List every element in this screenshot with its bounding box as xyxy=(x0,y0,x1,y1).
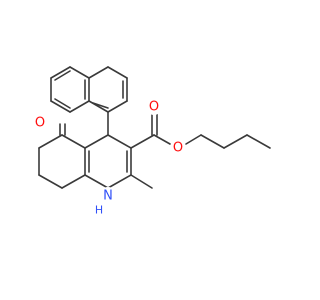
keto-oxygen-atom: O xyxy=(35,116,45,131)
bond xyxy=(153,134,171,145)
bond xyxy=(38,134,63,149)
ester-oxygen-atom: O xyxy=(170,140,186,156)
bond xyxy=(107,174,132,189)
bond xyxy=(50,100,71,113)
keto-oxygen-label: O xyxy=(35,116,45,131)
amine-nitrogen-atom: N H xyxy=(95,187,117,217)
bond xyxy=(92,102,109,109)
bond xyxy=(84,174,109,189)
bond xyxy=(130,174,153,189)
bond xyxy=(61,174,86,189)
amine-nitrogen-label: N xyxy=(103,189,113,204)
bond xyxy=(130,134,155,149)
bond xyxy=(84,134,109,149)
carbonyl-oxygen-atom: O xyxy=(146,99,162,115)
bond xyxy=(223,134,248,149)
bond xyxy=(185,134,202,145)
bond xyxy=(54,70,71,81)
bond xyxy=(107,100,128,113)
bond xyxy=(88,100,109,113)
bond xyxy=(50,66,71,79)
amine-hydrogen-label: H xyxy=(95,204,103,217)
carbonyl-oxygen-label: O xyxy=(149,100,159,115)
bond xyxy=(38,174,63,189)
molecular-structure-diagram: O O O N H xyxy=(35,66,271,217)
bond xyxy=(69,66,90,79)
bonds xyxy=(38,66,271,189)
bond xyxy=(61,134,86,149)
bond xyxy=(107,134,132,149)
bond xyxy=(54,98,71,109)
bond xyxy=(200,134,225,149)
atom-labels: O O O N H xyxy=(35,99,186,217)
ester-oxygen-label: O xyxy=(173,141,183,156)
bond xyxy=(88,66,109,79)
bond xyxy=(107,66,128,79)
bond xyxy=(69,100,90,113)
bond xyxy=(246,134,271,149)
